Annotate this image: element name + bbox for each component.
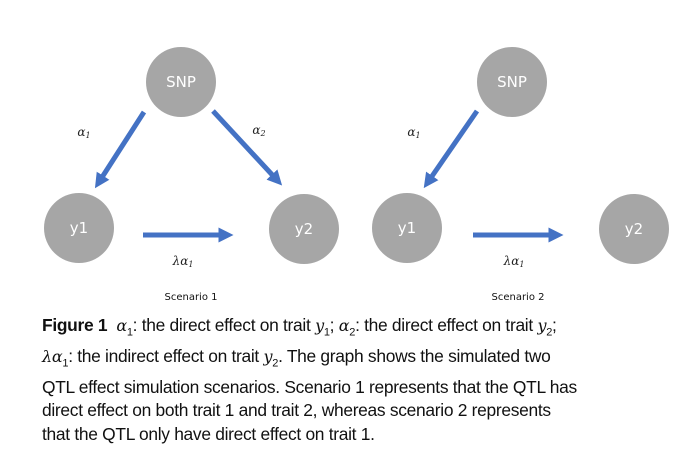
sub: 1 <box>126 326 133 339</box>
node-snp-label: SNP <box>497 73 527 91</box>
math-y: y <box>263 346 273 366</box>
arrow-snp-to-y2 <box>211 109 283 186</box>
text: : the direct effect on trait <box>132 315 316 335</box>
label-alpha1: α1 <box>77 125 90 140</box>
text: : the indirect effect on trait <box>68 345 264 366</box>
caption-line-1: Figure 1 α1: the direct effect on trait … <box>42 314 687 345</box>
sub: 2 <box>546 326 553 339</box>
label-lambda-alpha1: λα1 <box>503 254 525 269</box>
scenario-1-title: Scenario 1 <box>164 292 217 303</box>
scenario-1: SNP y1 y2 α1 α2 λα1 Scenario 1 <box>44 47 339 303</box>
sub: 2 <box>272 357 279 370</box>
node-y1 <box>44 193 114 263</box>
scenario-2: SNP y1 y2 α1 λα1 Scenario 2 <box>372 47 669 303</box>
math-y: y <box>537 316 547 335</box>
diagram: SNP y1 y2 α1 α2 λα1 Scenario 1 SNP y1 y2… <box>44 47 669 303</box>
math-alpha2: α <box>338 316 350 335</box>
caption-line-4: direct effect on both trait 1 and trait … <box>42 400 551 421</box>
label-alpha1: α1 <box>407 125 420 140</box>
caption-line-2: λα1: the indirect effect on trait y2. Th… <box>42 345 687 376</box>
node-y1 <box>372 193 442 263</box>
math-lambda-alpha1: λα <box>42 346 63 366</box>
node-y1-label: y1 <box>70 219 88 237</box>
node-y2-label: y2 <box>295 220 313 238</box>
text: ; <box>552 315 557 335</box>
arrow-snp-to-y1 <box>94 110 147 189</box>
figure-label: Figure 1 <box>42 315 108 335</box>
node-y2-label: y2 <box>625 220 643 238</box>
scenario-2-title: Scenario 2 <box>491 292 544 303</box>
text: . The graph shows the simulated two <box>278 345 551 366</box>
node-y1-label: y1 <box>398 219 416 237</box>
text: ; <box>329 315 339 335</box>
sub: 1 <box>62 357 69 370</box>
node-snp-label: SNP <box>166 73 196 91</box>
caption-line-3: QTL effect simulation scenarios. Scenari… <box>42 376 577 397</box>
arrow-snp-to-y1 <box>423 109 480 189</box>
math-y: y <box>315 316 324 335</box>
node-y2 <box>599 194 669 264</box>
math-alpha1: α <box>116 316 127 335</box>
node-y2 <box>269 194 339 264</box>
label-lambda-alpha1: λα1 <box>172 254 194 269</box>
node-snp <box>146 47 216 117</box>
caption-line-5: that the QTL only have direct effect on … <box>42 423 375 444</box>
node-snp <box>477 47 547 117</box>
label-alpha2: α2 <box>252 123 265 138</box>
sub: 2 <box>349 326 356 339</box>
figure-caption: Figure 1 α1: the direct effect on trait … <box>42 314 687 446</box>
text: : the direct effect on trait <box>355 315 538 335</box>
sub: 1 <box>323 326 330 339</box>
